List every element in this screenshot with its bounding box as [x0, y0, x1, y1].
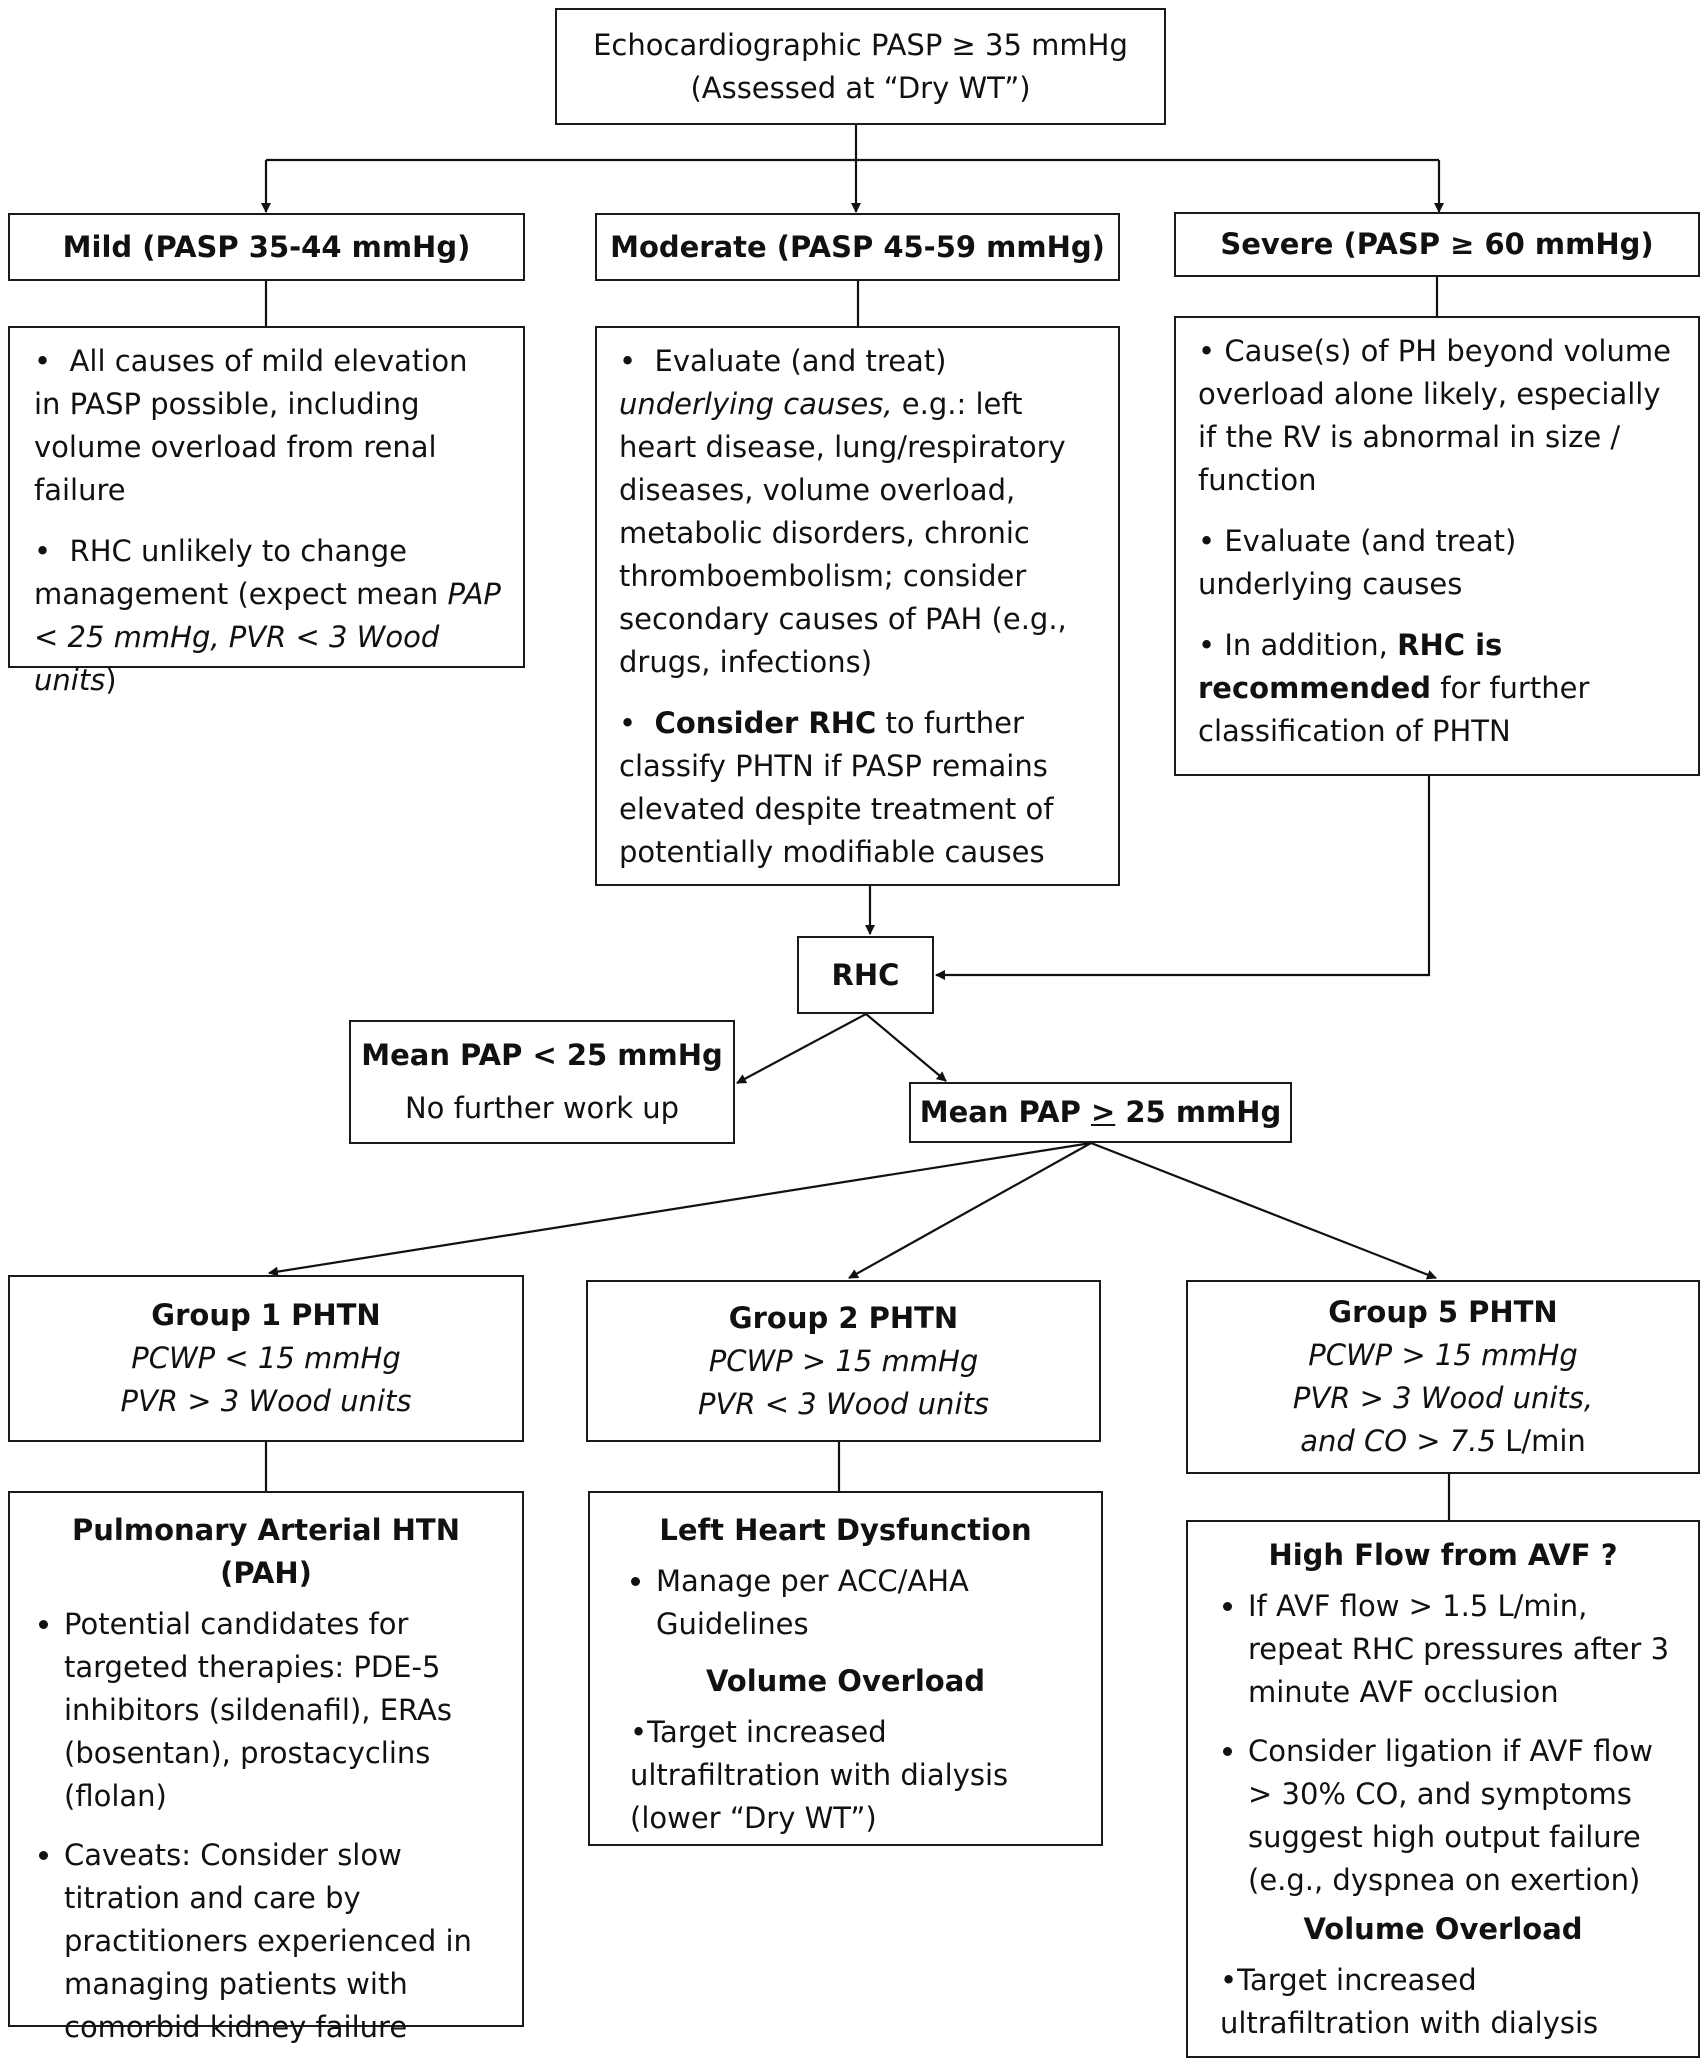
moderate-bullet-1-text-b: underlying causes, [619, 387, 893, 421]
lhd-title: Left Heart Dysfunction [659, 1513, 1032, 1547]
mean-pap-low-box: Mean PAP < 25 mmHg No further work up [349, 1020, 735, 1144]
group5-line3-b: L/min [1495, 1424, 1586, 1458]
mean-pap-high-title-c: 25 mmHg [1115, 1095, 1282, 1129]
mild-header-box: Mild (PASP 35-44 mmHg) [8, 213, 525, 281]
echo-pasp-box: Echocardiographic PASP ≥ 35 mmHg (Assess… [555, 8, 1166, 125]
group2-line1: PCWP > 15 mmHg [708, 1343, 979, 1378]
mean-pap-low-text: No further work up [404, 1091, 680, 1125]
severe-bullet-2-text: Evaluate (and treat) underlying causes [1198, 524, 1517, 601]
moderate-header-box: Moderate (PASP 45-59 mmHg) [595, 213, 1120, 281]
group2-title: Group 2 PHTN [728, 1300, 959, 1335]
group1-title: Group 1 PHTN [151, 1298, 381, 1332]
mild-bullet-1: • All causes of mild elevation in PASP p… [34, 344, 468, 507]
avf-title: High Flow from AVF ? [1268, 1538, 1618, 1572]
mild-bullet-2: • RHC unlikely to change management (exp… [34, 534, 501, 697]
severe-bullet-1-text: Cause(s) of PH beyond volume overload al… [1198, 334, 1671, 497]
severe-bullet-3-text-a: In addition, [1224, 628, 1398, 662]
group5-line2: PVR > 3 Wood units, [1292, 1381, 1594, 1415]
pah-title: Pulmonary Arterial HTN (PAH) [72, 1513, 460, 1590]
group1-line2: PVR > 3 Wood units [120, 1384, 412, 1418]
group1-box: Group 1 PHTN PCWP < 15 mmHg PVR > 3 Wood… [8, 1275, 524, 1442]
pah-details-box: Pulmonary Arterial HTN (PAH) Potential c… [8, 1491, 524, 2044]
moderate-bullet-2-text-a: Consider RHC [654, 706, 877, 740]
moderate-title: Moderate (PASP 45-59 mmHg) [610, 229, 1105, 264]
mean-pap-high-title-a: Mean PAP [919, 1095, 1091, 1129]
avf-volume-overload-title: Volume Overload [1303, 1912, 1583, 1946]
mild-bullet-2-text-c: ) [105, 663, 117, 697]
group5-line1: PCWP > 15 mmHg [1308, 1338, 1578, 1372]
group5-title: Group 5 PHTN [1328, 1295, 1558, 1329]
pah-bullet-list: Potential candidates for targeted therap… [32, 1603, 500, 2049]
lhd-details-box: Left Heart Dysfunction Manage per ACC/AH… [588, 1491, 1103, 1846]
avf-bullet-list: If AVF flow > 1.5 L/min, repeat RHC pres… [1210, 1585, 1676, 1902]
moderate-bullet-1-text-c: e.g.: left heart disease, lung/respirato… [619, 387, 1067, 679]
group2-box: Group 2 PHTN PCWP > 15 mmHg PVR < 3 Wood… [586, 1280, 1101, 1442]
pah-bullet-2: Caveats: Consider slow titration and car… [64, 1834, 500, 2049]
severe-bullet-3-text-c: for further classification of PHTN [1198, 671, 1590, 748]
lhd-bullet-list: Manage per ACC/AHA Guidelines [612, 1560, 1079, 1646]
arrow-to-group1 [268, 1141, 1092, 1277]
group1-line1: PCWP < 15 mmHg [131, 1341, 401, 1375]
moderate-bullet-2: • Consider RHC to further classify PHTN … [619, 706, 1054, 869]
mean-pap-high-title-b: > [1090, 1095, 1116, 1129]
arrow-to-group2 [848, 1142, 1092, 1279]
mild-title: Mild (PASP 35-44 mmHg) [62, 229, 471, 264]
group5-line3-a: and CO > 7.5 [1300, 1424, 1496, 1458]
avf-details-box: High Flow from AVF ? If AVF flow > 1.5 L… [1186, 1520, 1700, 2058]
echo-pasp-line2: (Assessed at “Dry WT”) [690, 70, 1031, 105]
severe-bullet-1: • Cause(s) of PH beyond volume overload … [1198, 334, 1671, 497]
mild-details-box: • All causes of mild elevation in PASP p… [8, 326, 525, 697]
severe-bullet-3-text-b: RHC is recommended [1198, 628, 1503, 705]
lhd-bullet-1: Manage per ACC/AHA Guidelines [656, 1560, 1079, 1646]
mean-pap-high-title: Mean PAP > 25 mmHg [920, 1091, 1282, 1134]
pah-bullet-1: Potential candidates for targeted therap… [64, 1603, 500, 1818]
mild-bullet-2-text-b: PAP < 25 mmHg, PVR < 3 Wood units [34, 577, 501, 697]
mild-bullet-1-text: All causes of mild elevation in PASP pos… [34, 344, 468, 507]
echo-pasp-line1: Echocardiographic PASP ≥ 35 mmHg [593, 27, 1128, 62]
lhd-volume-overload-title: Volume Overload [705, 1664, 986, 1698]
group5-box: Group 5 PHTN PCWP > 15 mmHg PVR > 3 Wood… [1186, 1280, 1700, 1474]
severe-bullet-3: • In addition, RHC is recommended for fu… [1198, 628, 1590, 748]
severe-title: Severe (PASP ≥ 60 mmHg) [1220, 227, 1654, 261]
severe-bullet-2: • Evaluate (and treat) underlying causes [1198, 524, 1517, 601]
avf-bullet-2: Consider ligation if AVF flow > 30% CO, … [1248, 1730, 1676, 1902]
severe-header-box: Severe (PASP ≥ 60 mmHg) [1174, 212, 1700, 277]
arrow-rhc-to-mean-low [736, 1013, 867, 1084]
avf-volume-overload-text: •Target increased ultrafiltration with d… [1220, 1963, 1599, 2040]
moderate-bullet-1-text-a: Evaluate (and treat) [654, 344, 947, 378]
arrow-to-group5 [1090, 1141, 1437, 1280]
rhc-box: RHC [797, 936, 934, 1014]
moderate-bullet-2-text-b: to further classify PHTN if PASP remains… [619, 706, 1054, 869]
group2-line2: PVR < 3 Wood units [698, 1386, 989, 1421]
mild-bullet-2-text-a: RHC unlikely to change management (expec… [34, 534, 448, 611]
group5-line3: and CO > 7.5 L/min [1293, 1420, 1593, 1463]
severe-details-box: • Cause(s) of PH beyond volume overload … [1174, 316, 1700, 776]
moderate-details-box: • Evaluate (and treat) underlying causes… [595, 326, 1120, 886]
lhd-volume-overload-text: •Target increased ultrafiltration with d… [630, 1715, 1009, 1835]
mean-pap-low-title: Mean PAP < 25 mmHg [361, 1038, 723, 1072]
arrow-severe-to-rhc [935, 776, 1431, 980]
avf-bullet-1: If AVF flow > 1.5 L/min, repeat RHC pres… [1248, 1585, 1676, 1714]
rhc-label: RHC [831, 957, 900, 992]
arrow-rhc-to-mean-high [865, 1013, 947, 1082]
mean-pap-high-box: Mean PAP > 25 mmHg [909, 1082, 1292, 1143]
moderate-bullet-1: • Evaluate (and treat) underlying causes… [619, 344, 1067, 679]
